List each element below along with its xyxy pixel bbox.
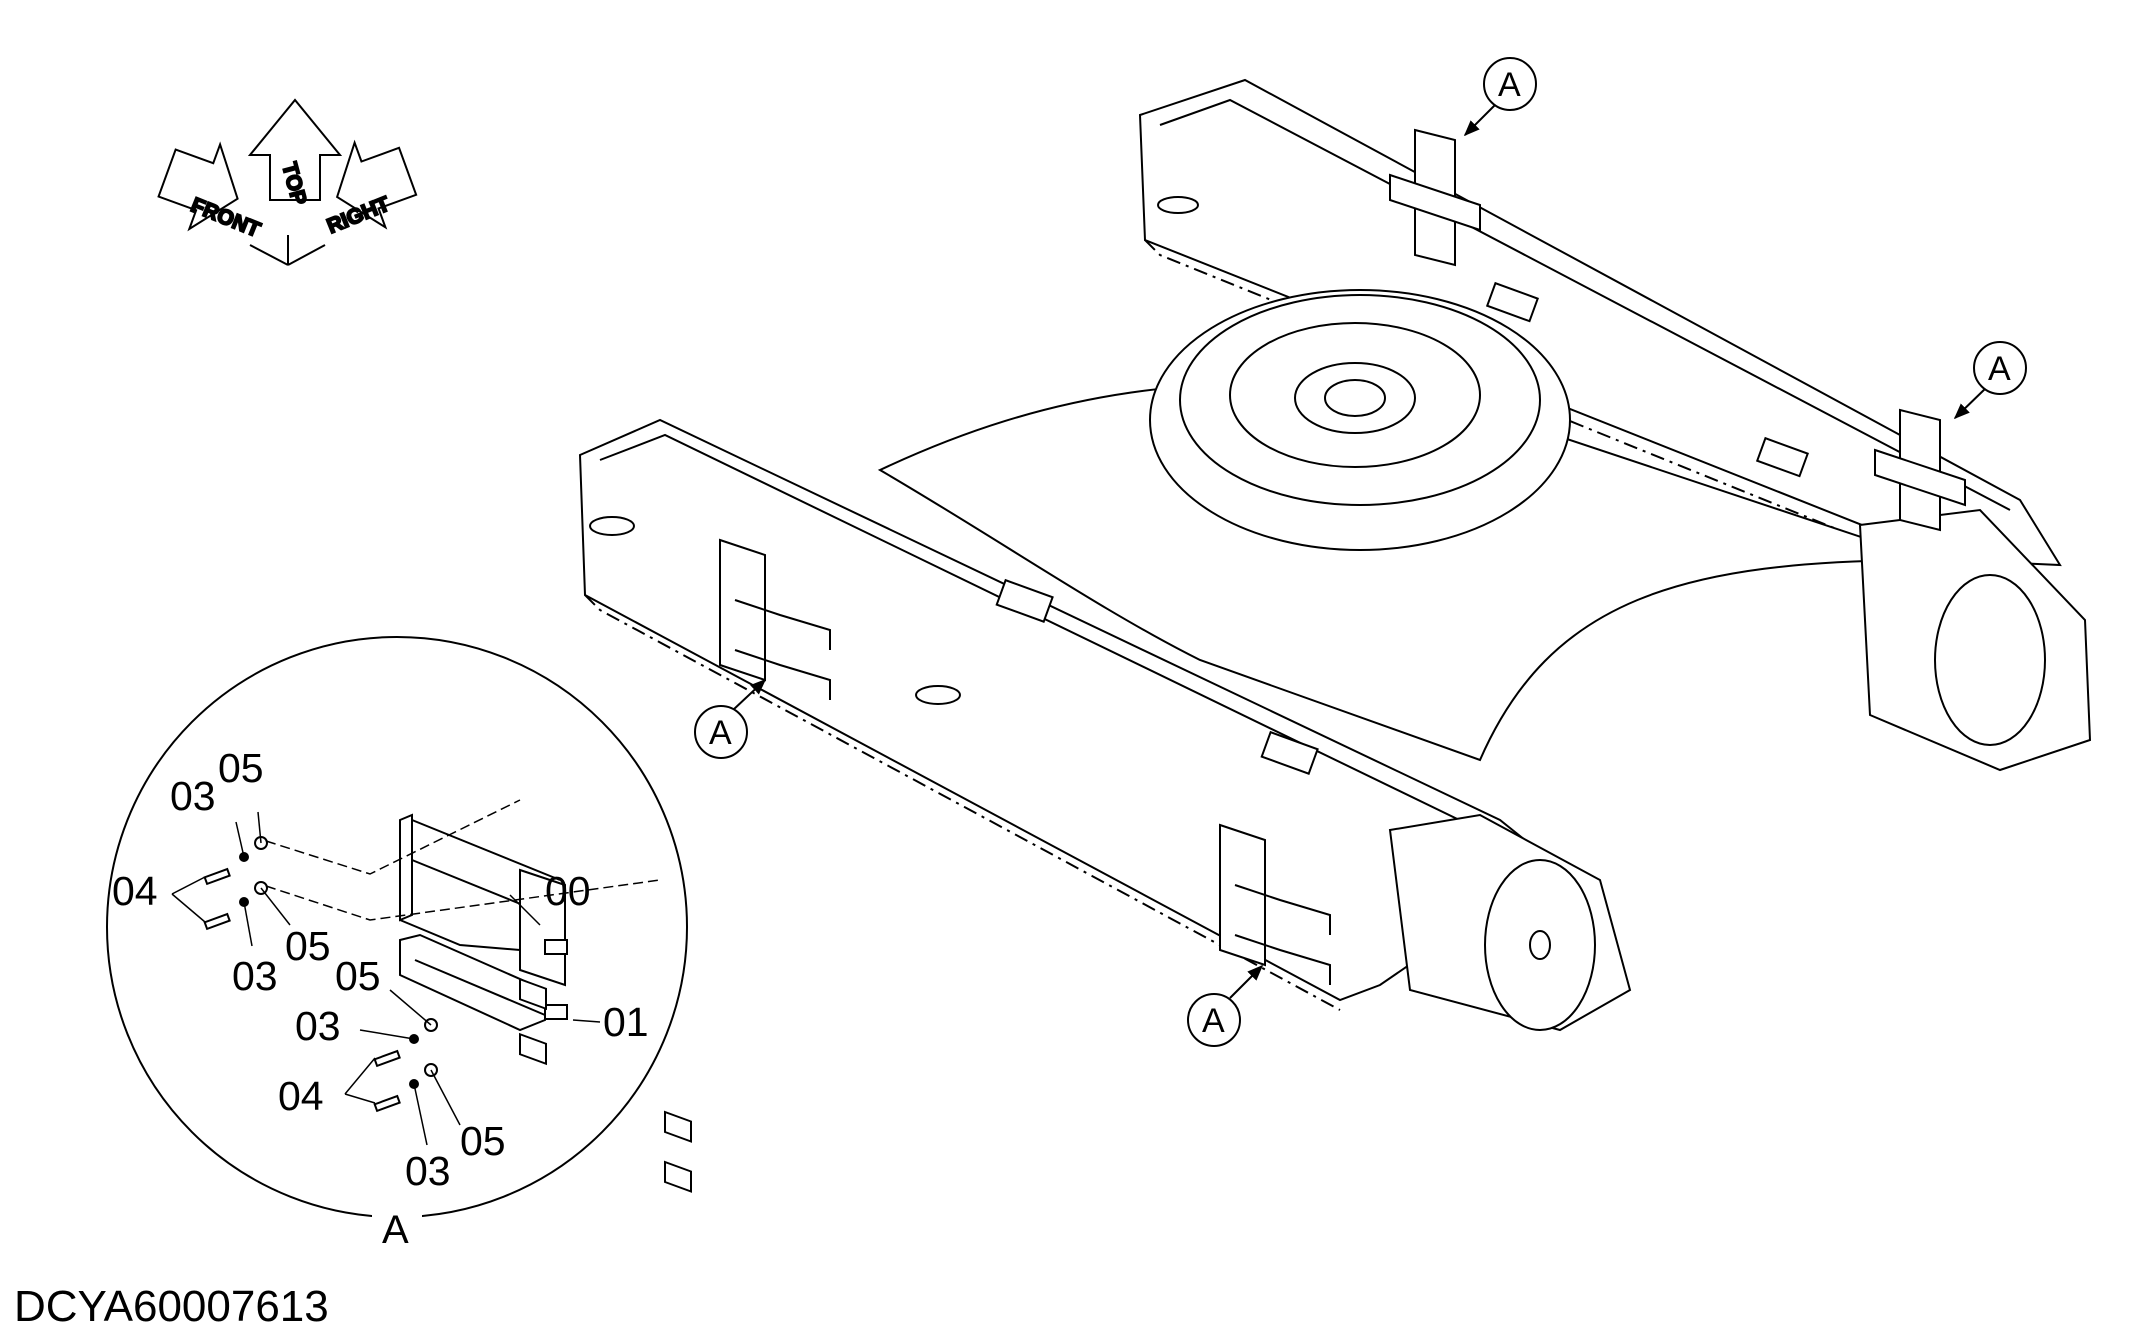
callout-markers: A A A A (694, 57, 2027, 1047)
part-num-03-d: 03 (405, 1148, 451, 1194)
part-num-03-b: 03 (232, 953, 278, 999)
callout-a2-label: A (1988, 350, 2011, 388)
callout-circle-a1 (1483, 57, 1537, 111)
callout-circle-a2 (1973, 341, 2027, 395)
callout-circle-a3 (694, 705, 748, 759)
detail-circle (106, 636, 688, 1218)
track-frame-drawing (578, 78, 2092, 1032)
part-num-05-c: 05 (335, 953, 381, 999)
part-num-05-b: 05 (285, 923, 331, 969)
part-num-03-a: 03 (170, 773, 216, 819)
track-guard-brackets (719, 128, 1966, 985)
detail-leader-lines (171, 799, 661, 1146)
part-num-01: 01 (603, 999, 649, 1045)
callout-a1-label: A (1498, 66, 1521, 104)
detail-part-numbers: 03 05 04 05 03 00 05 01 03 04 05 03 (112, 745, 649, 1194)
detail-view-label: A (382, 1208, 409, 1252)
part-num-04-a: 04 (112, 868, 158, 914)
part-num-05-d: 05 (460, 1118, 506, 1164)
guard-bracket-left-front (719, 538, 766, 682)
detail-view-a: A (106, 636, 692, 1252)
drawing-reference-code: DCYA60007613 (14, 1282, 329, 1331)
part-num-03-c: 03 (295, 1003, 341, 1049)
detail-guard-bracket (399, 813, 568, 1032)
guard-bracket-left-rear (1219, 823, 1266, 967)
part-num-04-b: 04 (278, 1073, 324, 1119)
callout-circle-a4 (1187, 993, 1241, 1047)
part-num-05-a: 05 (218, 745, 264, 791)
orientation-icon: FRONT TOP RIGHT (157, 98, 418, 266)
center-body (877, 381, 1931, 762)
part-num-00: 00 (545, 868, 591, 914)
callout-a4-label: A (1202, 1002, 1225, 1040)
detail-mount-blocks (519, 977, 692, 1193)
callout-a3-label: A (709, 714, 732, 752)
